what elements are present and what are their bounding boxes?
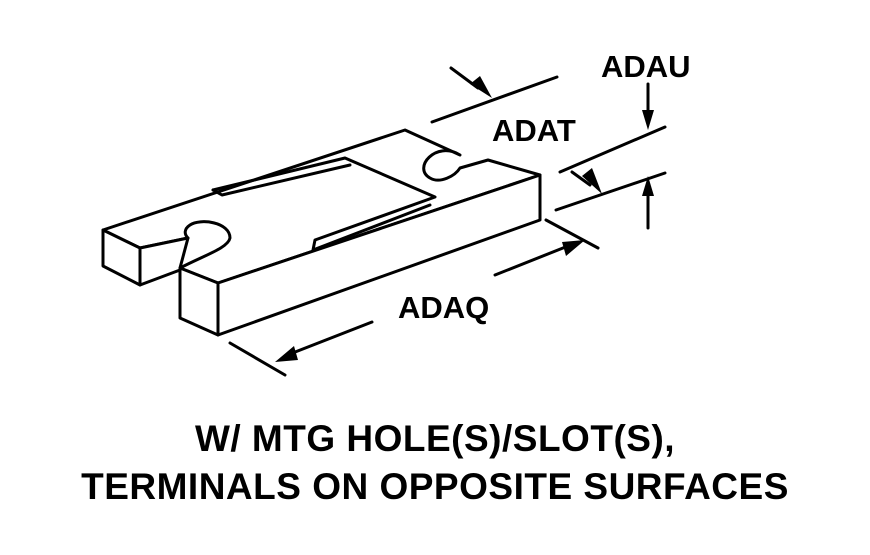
- adau-label: ADAU: [601, 49, 691, 84]
- adaq-arrowhead-left: [275, 346, 298, 362]
- adaq-arrowhead-right: [562, 240, 585, 256]
- adat-label: ADAT: [492, 113, 576, 148]
- adat-extension-line: [430, 75, 559, 124]
- dimension-adau: ADAU: [554, 49, 691, 230]
- dimension-adat: ADAT: [430, 66, 602, 194]
- adau-extension-line-bottom: [554, 171, 667, 212]
- adau-arrowhead-bottom: [642, 176, 654, 196]
- caption-line-1: W/ MTG HOLE(S)/SLOT(S),: [194, 418, 676, 459]
- adat-arrowhead-top: [470, 76, 492, 98]
- terminal-pad: [211, 156, 437, 252]
- terminal-pad-edge: [211, 163, 352, 197]
- adaq-label: ADAQ: [398, 290, 489, 325]
- top-face: [101, 128, 542, 285]
- adaq-arrow-shaft-left: [288, 320, 374, 356]
- adat-arrow-shaft-bottom: [570, 170, 592, 187]
- adat-arrowhead-bottom: [582, 168, 602, 194]
- adau-extension-line-top: [558, 125, 667, 174]
- caption-line-2: TERMINALS ON OPPOSITE SURFACES: [81, 466, 789, 507]
- adaq-extension-line-left: [228, 341, 287, 377]
- component-body: [101, 128, 542, 337]
- adaq-extension-line-right: [544, 218, 600, 250]
- adau-arrowhead-top: [642, 110, 654, 130]
- adaq-arrow-shaft-right: [493, 244, 570, 277]
- long-side-face: [216, 173, 542, 337]
- dimension-adaq: ADAQ: [228, 218, 600, 377]
